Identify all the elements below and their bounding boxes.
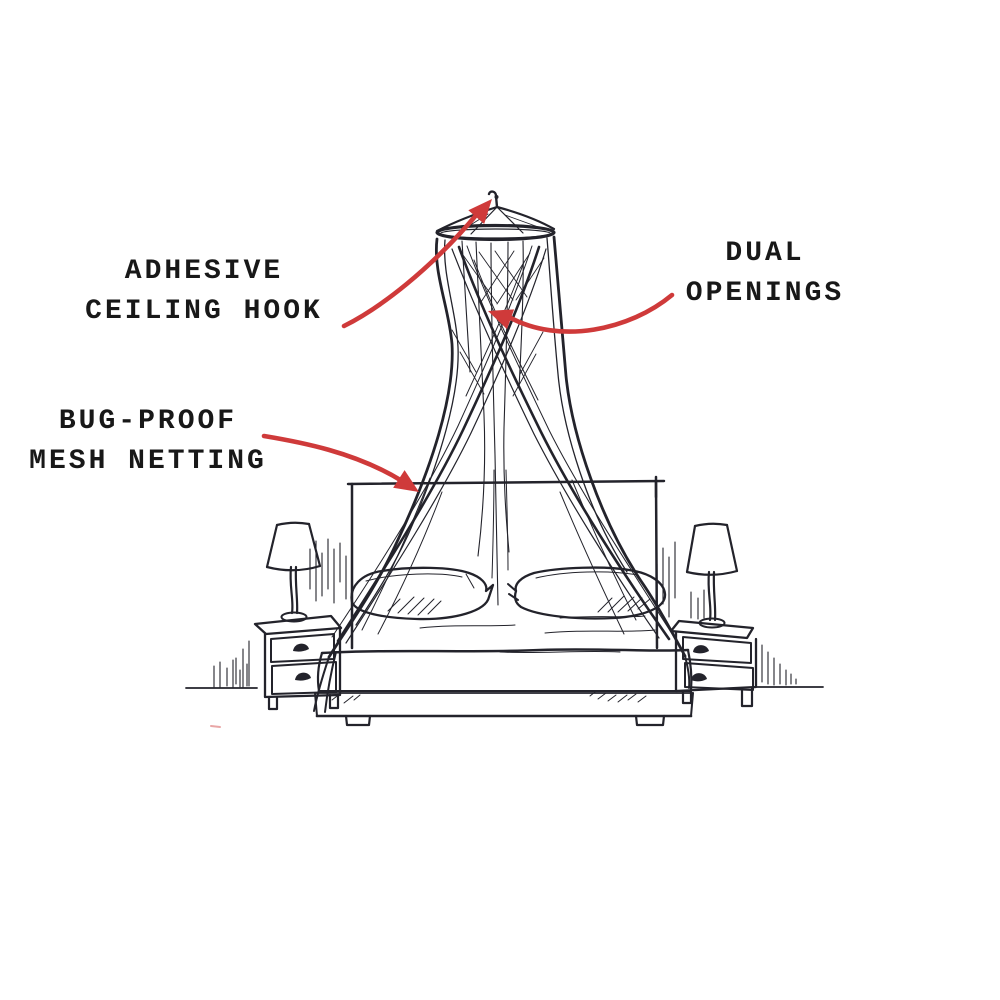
nightstand-left bbox=[253, 614, 343, 711]
floor-line bbox=[185, 686, 824, 689]
hatching-right bbox=[656, 541, 797, 686]
nightstand-right bbox=[669, 619, 758, 708]
drawer-handle bbox=[693, 645, 709, 654]
pillow-right bbox=[507, 566, 667, 620]
callout-dual-openings: DUAL OPENINGS bbox=[640, 234, 890, 314]
callout-line: DUAL bbox=[725, 238, 805, 269]
pillow-left bbox=[350, 566, 495, 621]
canopy-ring bbox=[435, 223, 556, 242]
callout-line: MESH NETTING bbox=[29, 446, 267, 477]
drawer-handle bbox=[691, 673, 707, 682]
arrow-dual-openings bbox=[488, 292, 675, 334]
callout-bug-proof-mesh-netting: BUG-PROOF MESH NETTING bbox=[0, 402, 296, 482]
annotation-arrows bbox=[261, 199, 675, 492]
callout-line: OPENINGS bbox=[685, 278, 845, 309]
bed-base bbox=[314, 691, 694, 727]
hatching-left bbox=[213, 538, 347, 689]
stray-mark bbox=[210, 725, 221, 728]
callout-line: ADHESIVE bbox=[124, 256, 284, 287]
ceiling-hook-icon bbox=[487, 190, 499, 209]
callout-line: CEILING HOOK bbox=[85, 296, 323, 327]
lamp-right bbox=[685, 522, 739, 629]
mattress bbox=[316, 615, 693, 693]
callout-line: BUG-PROOF bbox=[58, 406, 238, 437]
lamp-left bbox=[265, 521, 322, 623]
arrow-adhesive-hook bbox=[341, 199, 492, 329]
mesh-netting bbox=[313, 235, 691, 713]
drawer-handle bbox=[293, 643, 309, 652]
drawer-handle bbox=[295, 672, 311, 681]
arrow-mesh-netting bbox=[261, 433, 419, 492]
callout-adhesive-ceiling-hook: ADHESIVE CEILING HOOK bbox=[44, 252, 364, 332]
